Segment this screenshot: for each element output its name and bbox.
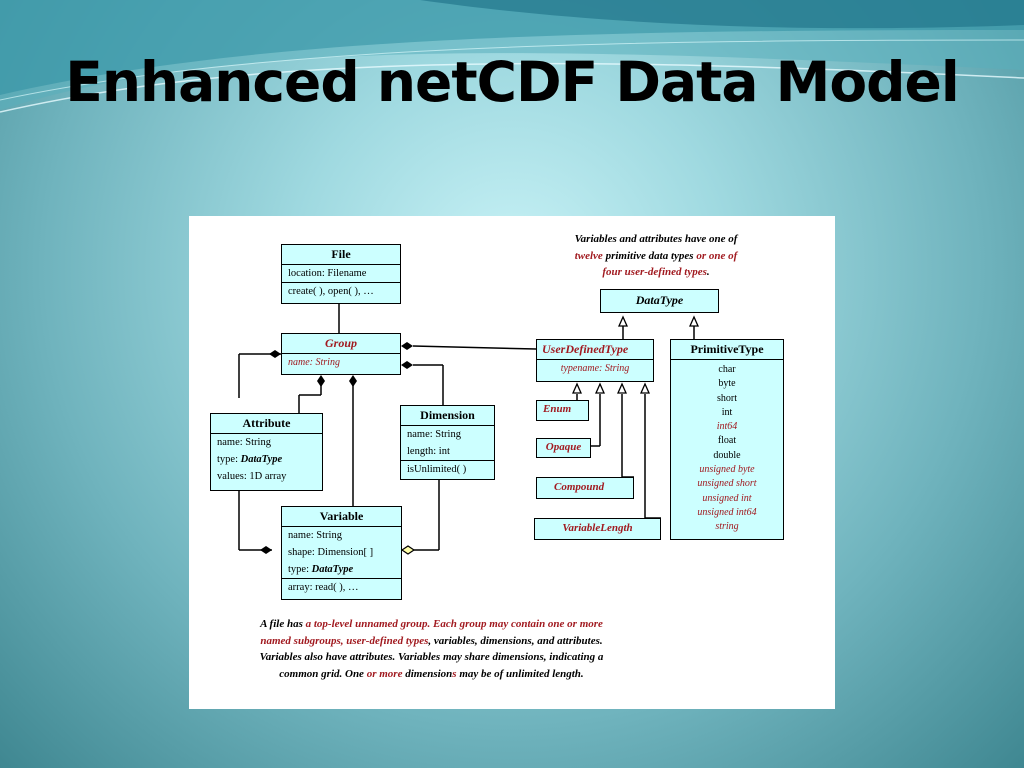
variable-length-class: VariableLength — [534, 518, 661, 540]
user-defined-type-name: UserDefinedType — [537, 340, 653, 360]
dimension-operations: isUnlimited( ) — [407, 464, 467, 475]
primitive-type-item: short — [717, 392, 737, 404]
enum-class-name: Enum — [543, 403, 572, 415]
attribute-class: Attribute name: String type: DataType va… — [210, 413, 323, 491]
dimension-class-name: Dimension — [401, 406, 494, 426]
datatype-note-line-2: twelve primitive data types or one of — [574, 249, 738, 262]
dimension-class: Dimension name: String length: int isUnl… — [400, 405, 495, 480]
variable-type-label: type: — [288, 564, 312, 575]
datatype-class-name: DataType — [635, 293, 684, 307]
attribute-type-value: DataType — [240, 454, 283, 465]
datatype-note: Variables and attributes have one of twe… — [541, 231, 771, 281]
primitive-type-item: char — [718, 364, 736, 375]
group-class: Group name: String — [281, 333, 401, 375]
primitive-type-item: double — [713, 449, 741, 461]
primitive-type-item: unsigned int — [702, 492, 752, 504]
file-operations: create( ), open( ), … — [288, 286, 374, 297]
description-line-3: Variables also have attributes. Variable… — [259, 651, 604, 663]
variable-type-value: DataType — [311, 564, 354, 575]
primitive-type-item: int64 — [716, 421, 738, 433]
variable-shape-attr: shape: Dimension[ ] — [288, 547, 374, 558]
dimension-name-attr: name: String — [407, 429, 461, 440]
file-class: File location: Filename create( ), open(… — [281, 244, 401, 304]
datatype-note-line-1: Variables and attributes have one of — [574, 233, 738, 245]
primitive-type-item: float — [717, 435, 737, 447]
user-defined-type-attr: typename: String — [560, 363, 630, 374]
header-wave-decoration — [0, 0, 1024, 113]
attribute-name-attr: name: String — [217, 437, 271, 448]
primitive-type-item: unsigned int64 — [697, 506, 757, 518]
file-class-name: File — [282, 245, 400, 265]
diagram-panel: File location: Filename create( ), open(… — [189, 216, 835, 709]
opaque-class-name: Opaque — [545, 441, 582, 453]
primitive-type-item: string — [715, 521, 739, 533]
primitive-type-item: int — [721, 406, 733, 418]
description-line-2: named subgroups, user-defined types, var… — [260, 634, 603, 647]
attribute-values-attr: values: 1D array — [217, 471, 287, 482]
group-class-name: Group — [282, 334, 400, 354]
file-location-attr: location: Filename — [282, 265, 400, 283]
primitive-type-name: PrimitiveType — [671, 340, 783, 360]
variable-class: Variable name: String shape: Dimension[ … — [281, 506, 402, 600]
user-defined-type-class: UserDefinedType typename: String — [536, 339, 654, 382]
opaque-class: Opaque — [536, 438, 591, 458]
group-name-attr: name: String — [288, 357, 340, 368]
description-line-4: common grid. One or more dimensions may … — [279, 667, 584, 680]
attribute-type-label: type: — [217, 454, 241, 465]
enum-class: Enum — [536, 400, 589, 421]
primitive-type-class: PrimitiveType char byte short int int64 float… — [670, 339, 784, 540]
slide-title: Enhanced netCDF Data Model — [65, 50, 959, 114]
diagram-connectors — [238, 304, 700, 555]
primitive-type-list: char byte short int int64 float double unsigned… — [671, 360, 783, 535]
variable-operations: array: read( ), … — [288, 582, 359, 593]
variable-class-name: Variable — [282, 507, 401, 527]
dimension-length-attr: length: int — [401, 443, 494, 461]
compound-class: Compound — [536, 477, 634, 499]
description-line-1: A file has a top-level unnamed group. Ea… — [260, 618, 603, 630]
primitive-type-item: unsigned byte — [699, 464, 755, 476]
attribute-class-name: Attribute — [211, 414, 322, 434]
variable-length-class-name: VariableLength — [562, 522, 633, 534]
primitive-type-item: unsigned short — [697, 478, 757, 490]
model-description-note: A file has a top-level unnamed group. Ea… — [199, 616, 664, 682]
datatype-class: DataType — [600, 289, 719, 313]
datatype-note-line-3: four user-defined types. — [602, 266, 710, 278]
attribute-type-attr: type: DataType — [211, 451, 322, 468]
compound-class-name: Compound — [554, 481, 605, 493]
variable-name-attr: name: String — [288, 530, 342, 541]
variable-type-attr: type: DataType — [282, 561, 401, 579]
primitive-type-item: byte — [718, 378, 736, 390]
